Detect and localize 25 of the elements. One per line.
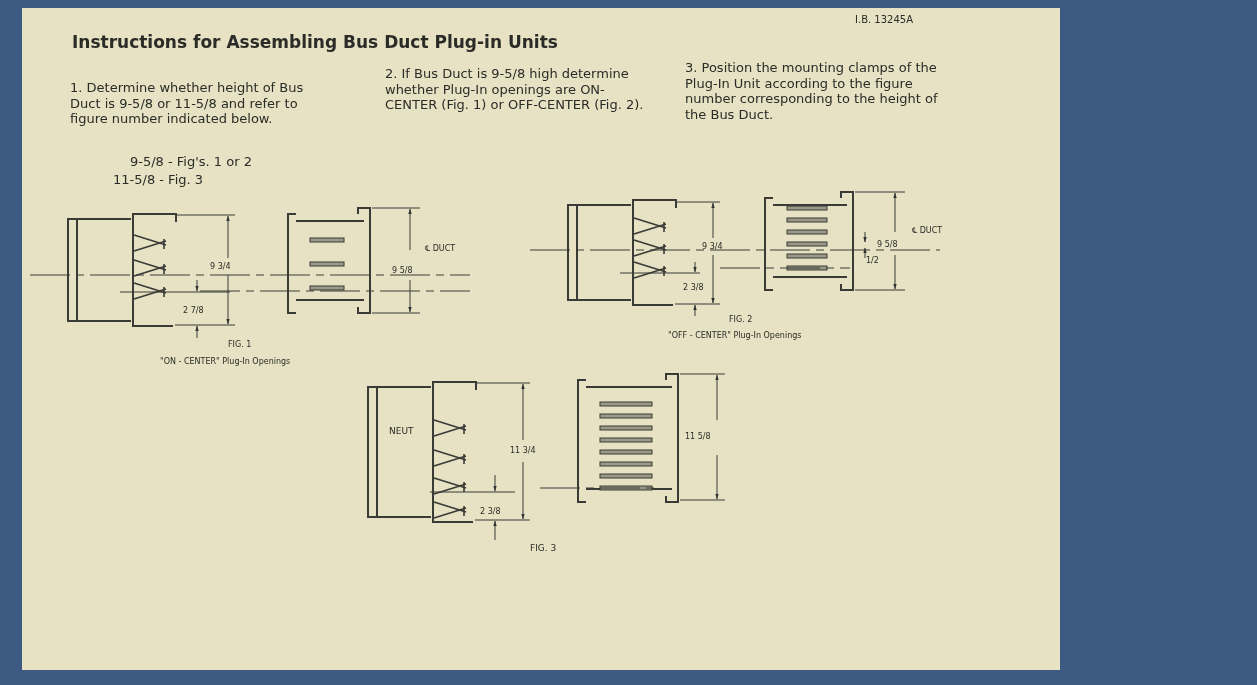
figure-caption: FIG. 1 [228,340,252,350]
figure-title: "OFF - CENTER" Plug-In Openings [668,331,802,341]
instruction-step: 3. Position the mounting clamps of the Plug-In Unit according to the figure number corresponding to the height of the Bus Duct. [685,60,960,123]
dimension-value: 2 7/8 [183,306,204,316]
dimension-value: 9 5/8 [877,240,898,250]
dimension-value: 2 3/8 [683,283,704,293]
centerline-label: ℄ DUCT [425,244,456,254]
centerline-label: ℄ DUCT [912,226,943,236]
part-label: NEUT [389,426,414,437]
dimension-value: 9 3/4 [702,242,723,252]
document-number: I.B. 13245A [855,14,913,26]
dimension-value: 11 5/8 [685,432,711,442]
dimension-value: 11 3/4 [510,446,536,456]
instruction-step: 2. If Bus Duct is 9-5/8 high determine whether Plug-In openings are ON-CENTER (Fig. 1) or OFF-CENTER (Fig. 2). [385,66,655,113]
figure-caption: FIG. 2 [729,315,753,325]
note: 11-5/8 - Fig. 3 [113,172,204,188]
instruction-step: 1. Determine whether height of Bus Duct is 9-5/8 or 11-5/8 and refer to figure number indicated below. [70,80,320,127]
title: Instructions for Assembling Bus Duct Plug-in Units [72,32,558,53]
dimension-value: 9 3/4 [210,262,231,272]
dimension-value: 9 5/8 [392,266,413,276]
note: 9-5/8 - Fig's. 1 or 2 [130,154,252,170]
figure-title: "ON - CENTER" Plug-In Openings [160,357,291,367]
dimension-value: 2 3/8 [480,507,501,517]
dimension-value: 1/2 [866,256,879,266]
figure-caption: FIG. 3 [530,543,557,554]
